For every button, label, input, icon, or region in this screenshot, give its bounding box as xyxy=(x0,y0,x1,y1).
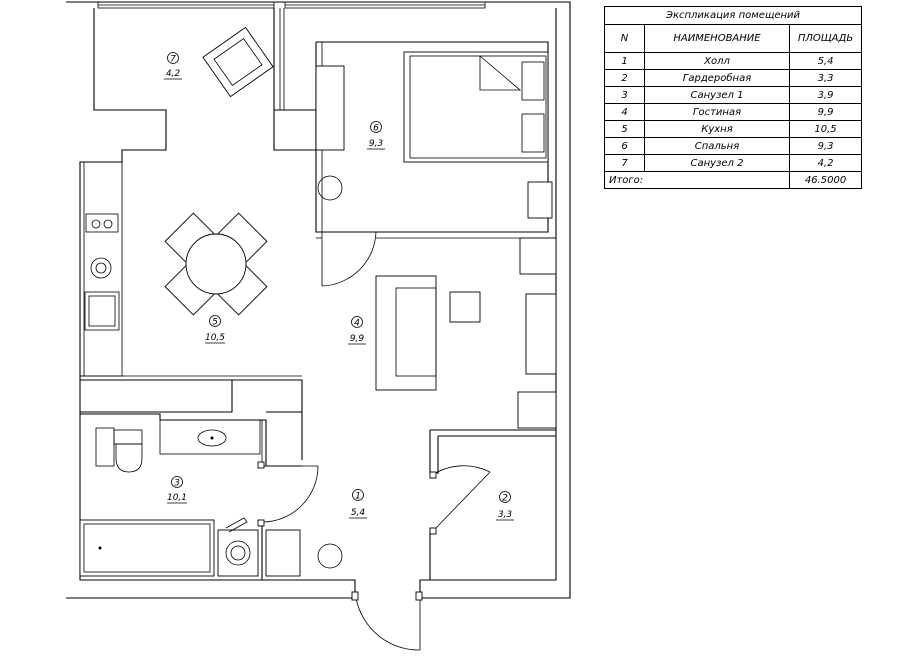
header-number: N xyxy=(604,24,645,53)
svg-text:4,2: 4,2 xyxy=(166,69,181,79)
armchair xyxy=(202,26,274,98)
room-label: 6 9,3 xyxy=(367,121,385,150)
room-label: 7 4,2 xyxy=(164,52,182,80)
sofa xyxy=(375,275,437,391)
partition-kitchen xyxy=(80,379,303,460)
coffee-table xyxy=(449,291,481,323)
room-label: 4 9,9 xyxy=(348,316,366,345)
table-row: 2 Гардеробная 3,3 xyxy=(604,69,863,87)
table-row: 5 Кухня 10,5 xyxy=(604,120,863,138)
cabinet xyxy=(517,391,557,429)
bathtub xyxy=(79,519,215,577)
plant xyxy=(317,543,343,569)
window xyxy=(97,1,486,9)
sink xyxy=(159,419,261,455)
header-name: НАИМЕНОВАНИЕ xyxy=(644,24,790,53)
svg-text:7: 7 xyxy=(170,55,176,65)
room-label: 1 5,4 xyxy=(349,489,367,519)
svg-text:9,9: 9,9 xyxy=(350,334,365,344)
cabinet xyxy=(525,293,557,375)
toilet xyxy=(95,427,143,473)
total-row: Итого: 46.5000 xyxy=(604,171,863,189)
bed xyxy=(403,51,549,163)
table-title: Экспликация помещений xyxy=(603,6,863,25)
explication-table: Экспликация помещений N НАИМЕНОВАНИЕ ПЛО… xyxy=(603,6,863,189)
tv-stand xyxy=(519,237,557,275)
bathroom-door xyxy=(261,465,319,523)
total-label: Итого: xyxy=(604,171,790,189)
header-area: ПЛОЩАДЬ xyxy=(788,24,863,53)
svg-text:10,1: 10,1 xyxy=(167,493,187,503)
table-row: 6 Спальня 9,3 xyxy=(604,137,863,155)
table-row: 1 Холл 5,4 xyxy=(604,52,863,70)
svg-text:3: 3 xyxy=(174,479,180,489)
svg-text:9,3: 9,3 xyxy=(369,139,384,149)
svg-text:5,4: 5,4 xyxy=(351,508,366,518)
bedroom-door xyxy=(321,231,377,287)
table-row: 3 Санузел 1 3,9 xyxy=(604,86,863,104)
svg-text:4: 4 xyxy=(354,319,360,329)
svg-text:2: 2 xyxy=(502,494,508,504)
entrance-door xyxy=(355,597,421,651)
bedside-table xyxy=(527,181,553,219)
dining-table xyxy=(164,212,268,316)
room-label: 3 10,1 xyxy=(167,476,187,504)
wardrobe xyxy=(315,65,345,151)
wardrobe-door xyxy=(433,465,491,531)
svg-text:6: 6 xyxy=(373,124,379,134)
svg-text:5: 5 xyxy=(212,318,218,328)
svg-text:10,5: 10,5 xyxy=(205,333,225,343)
plant xyxy=(317,175,343,201)
kitchen-counter xyxy=(79,161,123,377)
partition-wardrobe xyxy=(429,429,556,580)
svg-text:1: 1 xyxy=(355,492,361,502)
svg-text:3,3: 3,3 xyxy=(498,510,513,520)
total-value: 46.5000 xyxy=(788,171,863,189)
washing-machine xyxy=(217,517,259,577)
room-label: 2 3,3 xyxy=(496,491,514,521)
table-row: 4 Гостиная 9,9 xyxy=(604,103,863,121)
room-label: 5 10,5 xyxy=(205,315,225,344)
table-row: 7 Санузел 2 4,2 xyxy=(604,154,863,172)
